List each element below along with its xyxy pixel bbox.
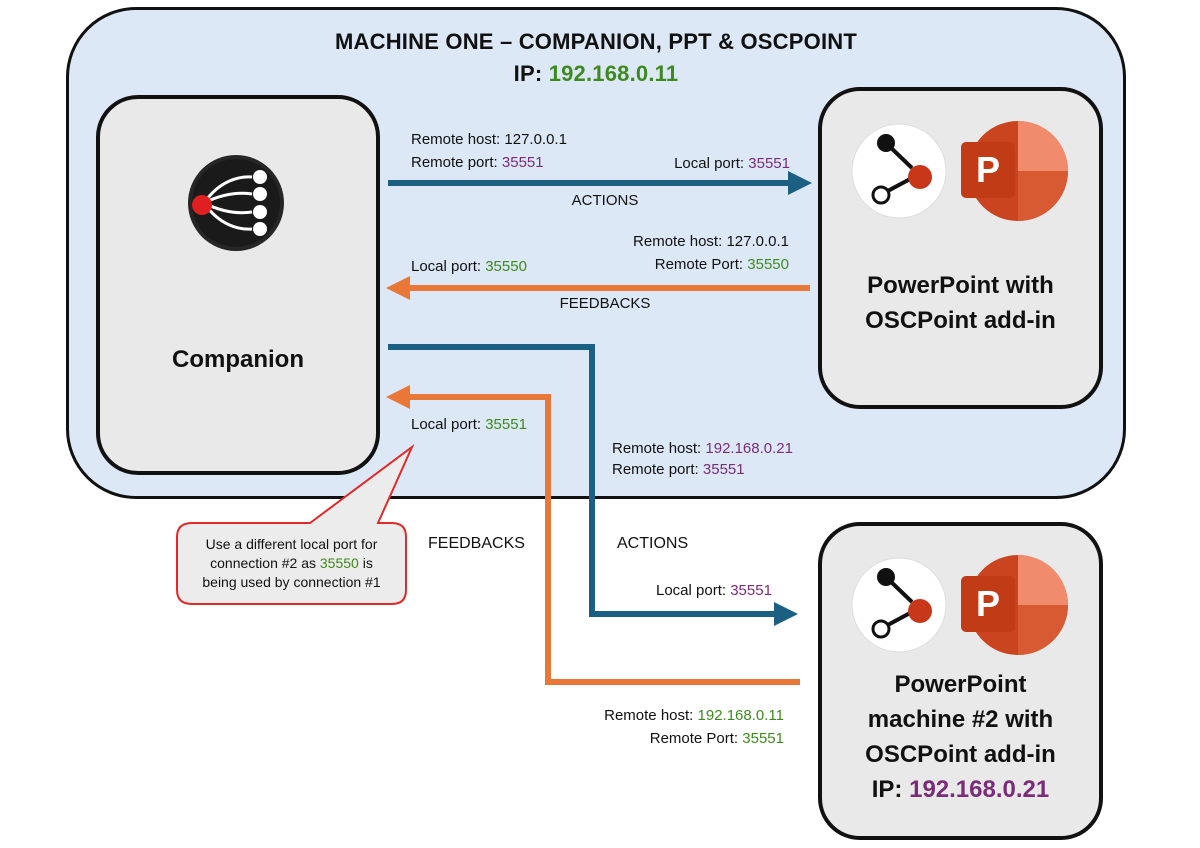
conn2-feedbacks-remote-host-label: Remote host:	[604, 707, 694, 724]
oscpoint-icon-2	[851, 557, 947, 653]
ppt2-label-line3: OSCPoint add-in	[865, 741, 1056, 768]
conn2-feedbacks-label: FEEDBACKS	[428, 535, 525, 552]
conn1-actions-remote-port: Remote port: 35551	[411, 154, 544, 172]
conn1-actions-local-port: Local port: 35551	[674, 155, 790, 173]
oscpoint-icon-1	[851, 123, 947, 219]
conn1-actions-arrow	[388, 171, 812, 195]
ppt2-ip-value: 192.168.0.21	[909, 776, 1050, 803]
ppt2-ip-label: IP:	[871, 776, 903, 803]
conn1-actions-remote-port-label: Remote port:	[411, 154, 498, 171]
conn2-actions-remote-host: Remote host: 192.168.0.21	[612, 440, 793, 458]
conn2-feedbacks-remote-host-value: 192.168.0.11	[697, 707, 784, 724]
conn1-feedbacks-local-port-value: 35550	[485, 258, 527, 275]
conn1-actions-local-port-label: Local port:	[674, 155, 745, 172]
conn2-feedbacks-local-port-value: 35551	[485, 416, 527, 433]
conn1-feedbacks-local-port-label: Local port:	[411, 258, 482, 275]
ppt1-label: PowerPoint with OSCPoint add-in	[818, 268, 1103, 338]
conn1-actions-remote-host-label: Remote host:	[411, 131, 501, 148]
machine-one-title: MACHINE ONE – COMPANION, PPT & OSCPOINT	[335, 29, 857, 54]
machine-one-ip-label: IP:	[513, 61, 543, 86]
conn1-feedbacks-remote-host-label: Remote host:	[633, 233, 723, 250]
ppt2-label: PowerPoint machine #2 with OSCPoint add-…	[818, 667, 1103, 807]
machine-one-ip-value: 192.168.0.11	[548, 61, 679, 86]
conn1-actions-remote-port-value: 35551	[501, 154, 544, 171]
companion-label: Companion	[172, 346, 304, 373]
conn2-feedbacks-arrow	[386, 385, 800, 685]
conn1-actions-remote-host-value: 127.0.0.1	[504, 131, 567, 148]
conn2-actions-remote-port-value: 35551	[702, 461, 745, 478]
ppt2-ip: IP: 192.168.0.21	[818, 772, 1103, 807]
conn1-actions-remote-host: Remote host: 127.0.0.1	[411, 131, 567, 149]
conn1-feedbacks-local-port: Local port: 35550	[411, 258, 527, 276]
ppt2-label-line2: machine #2 with	[867, 706, 1054, 733]
powerpoint-letter-1: P	[975, 149, 1000, 190]
powerpoint-letter-2: P	[975, 583, 1000, 624]
conn2-actions-remote-host-value: 192.168.0.21	[705, 440, 793, 457]
callout-text: Use a different local port for connectio…	[177, 535, 406, 592]
conn2-feedbacks-remote-port-value: 35551	[742, 730, 784, 747]
powerpoint-icon-1	[961, 121, 1068, 221]
conn2-feedbacks-remote-host: Remote host: 192.168.0.11	[604, 707, 784, 725]
conn2-actions-remote-host-label: Remote host:	[612, 440, 702, 457]
callout-line2-port: 35550	[319, 555, 359, 571]
conn1-feedbacks-remote-port-label: Remote Port:	[654, 256, 744, 273]
conn1-feedbacks-remote-port-value: 35550	[747, 256, 789, 273]
conn2-actions-arrow	[388, 344, 798, 626]
conn2-actions-local-port-value: 35551	[730, 582, 772, 599]
callout-line3: being used by connection #1	[202, 574, 381, 590]
conn2-feedbacks-remote-port-label: Remote Port:	[649, 730, 739, 747]
conn1-actions-local-port-value: 35551	[748, 155, 790, 172]
conn1-feedbacks-label: FEEDBACKS	[559, 295, 651, 312]
conn2-actions-local-port: Local port: 35551	[656, 582, 772, 600]
companion-logo-icon	[188, 155, 284, 251]
conn2-actions-label: ACTIONS	[617, 535, 689, 552]
callout-bubble	[176, 443, 415, 605]
conn1-feedbacks-remote-host: Remote host: 127.0.0.1	[633, 233, 789, 251]
ppt1-label-line2: OSCPoint add-in	[865, 307, 1056, 334]
callout-line2-a: connection #2 as	[210, 555, 316, 571]
conn2-actions-local-port-label: Local port:	[656, 582, 727, 599]
conn2-actions-remote-port: Remote port: 35551	[612, 461, 745, 479]
conn2-feedbacks-local-port-label: Local port:	[411, 416, 482, 433]
conn1-feedbacks-remote-port: Remote Port: 35550	[655, 256, 789, 274]
ppt2-label-line1: PowerPoint	[894, 671, 1027, 698]
callout-line2-c: is	[362, 555, 373, 571]
conn2-feedbacks-local-port: Local port: 35551	[411, 416, 527, 434]
callout-line2: connection #2 as 35550 is	[177, 554, 406, 573]
callout-line1: Use a different local port for	[205, 536, 378, 552]
conn2-actions-remote-port-label: Remote port:	[612, 461, 699, 478]
ppt1-label-line1: PowerPoint with	[867, 272, 1054, 299]
conn1-feedbacks-remote-host-value: 127.0.0.1	[726, 233, 789, 250]
conn2-feedbacks-remote-port: Remote Port: 35551	[650, 730, 784, 748]
powerpoint-icon-2	[961, 555, 1068, 655]
machine-one-ip: IP: 192.168.0.11	[66, 61, 1126, 87]
conn1-feedbacks-arrow	[386, 276, 810, 300]
conn1-actions-label: ACTIONS	[571, 192, 639, 209]
